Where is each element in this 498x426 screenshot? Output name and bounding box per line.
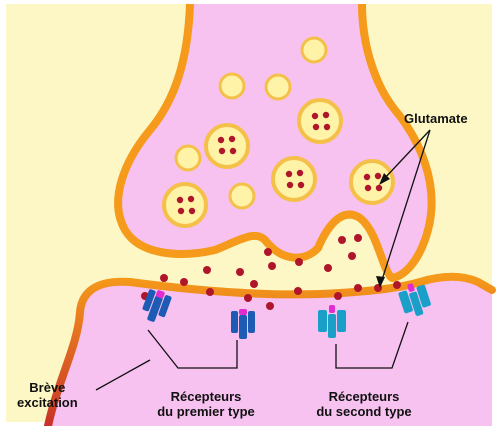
glutamate-dot: [264, 248, 272, 256]
breve-excitation-label: Brève excitation: [17, 380, 78, 410]
empty-vesicle: [176, 146, 200, 170]
vesicle-glutamate-1: [206, 125, 248, 167]
glutamate-dot: [354, 234, 362, 242]
glutamate-label: Glutamate: [404, 111, 468, 126]
glutamate-dot: [348, 252, 356, 260]
vesicle-glutamate-5: [351, 161, 393, 203]
glutamate-dot: [268, 262, 276, 270]
glutamate-dot: [244, 294, 252, 302]
vesicle-glutamate-2: [299, 100, 341, 142]
empty-vesicle: [266, 75, 290, 99]
glutamate-dot: [295, 258, 303, 266]
vesicle-glutamate-3: [273, 158, 315, 200]
glutamate-dot: [393, 281, 401, 289]
glutamate-dot: [160, 274, 168, 282]
empty-vesicle: [302, 38, 326, 62]
glutamate-dot: [324, 264, 332, 272]
receptors-first-type-label: Récepteurs du premier type: [138, 389, 274, 419]
glutamate-dot: [266, 302, 274, 310]
empty-vesicle: [220, 74, 244, 98]
empty-vesicle: [230, 184, 254, 208]
glutamate-dot: [354, 284, 362, 292]
glutamate-dot: [180, 278, 188, 286]
receptors-second-type-label: Récepteurs du second type: [300, 389, 428, 419]
glutamate-dot: [334, 292, 342, 300]
vesicle-glutamate-4: [164, 184, 206, 226]
glutamate-dot: [203, 266, 211, 274]
glutamate-dot: [250, 280, 258, 288]
glutamate-dot: [338, 236, 346, 244]
glutamate-dot: [206, 288, 214, 296]
glutamate-dot: [294, 287, 302, 295]
glutamate-dot: [236, 268, 244, 276]
